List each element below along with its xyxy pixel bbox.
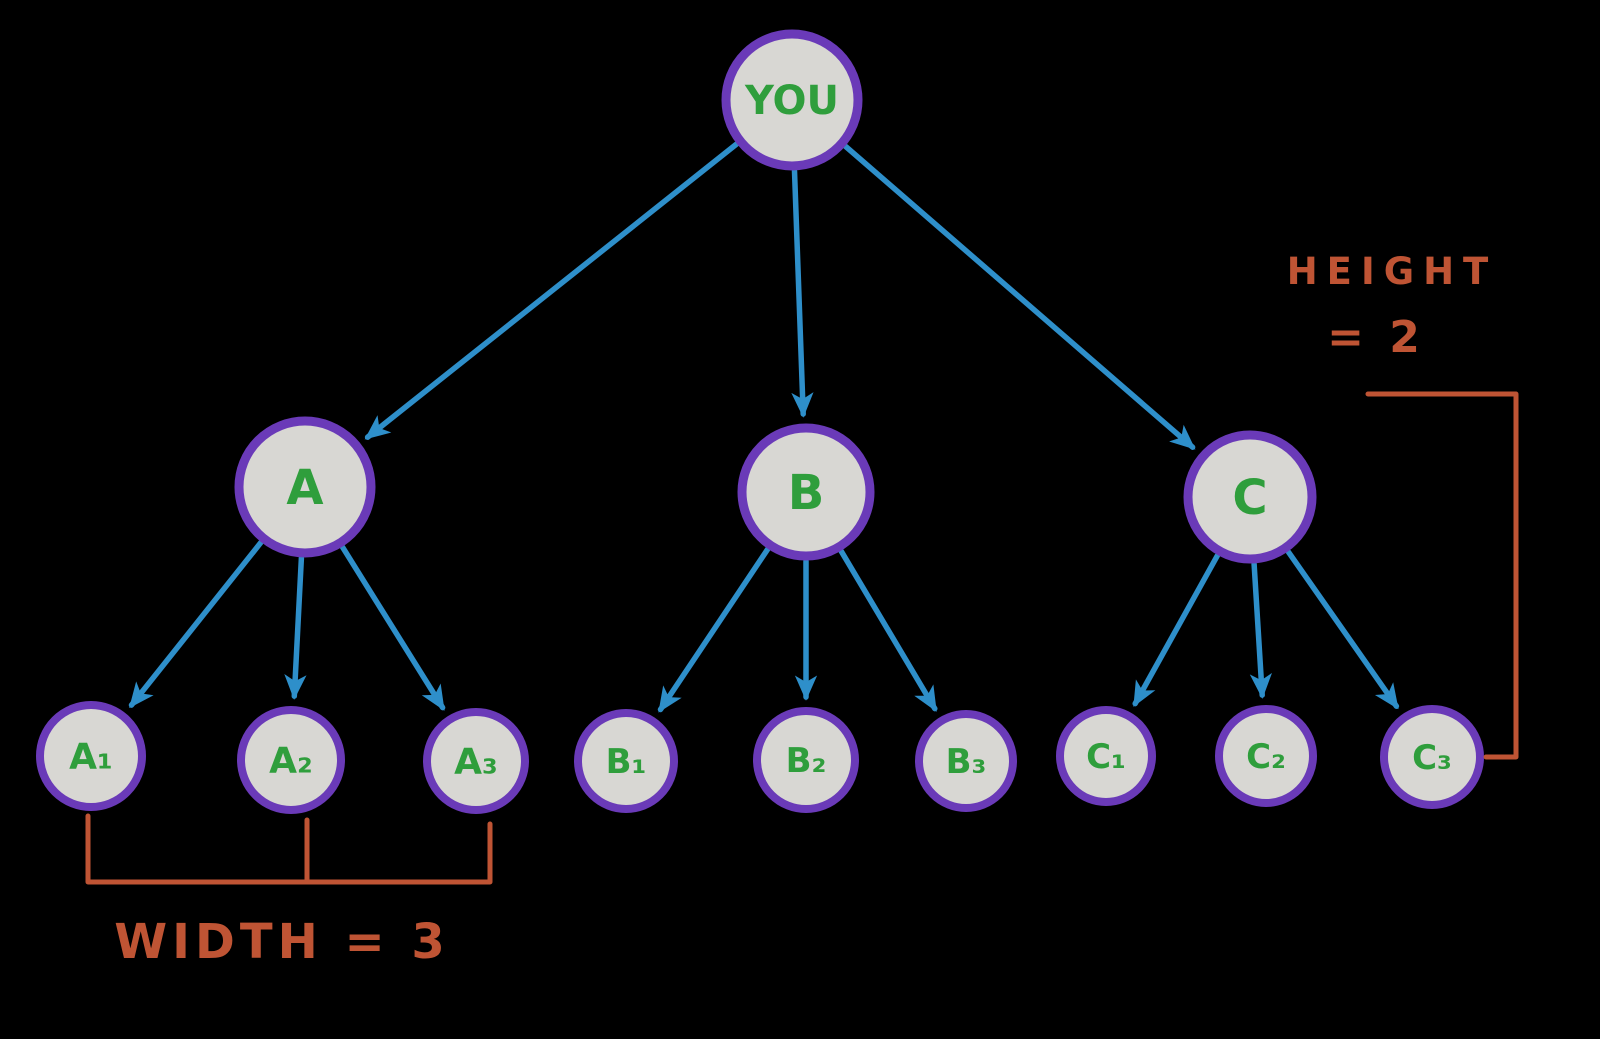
node-circle-c2 — [1215, 705, 1317, 807]
node-label-a2: A₂ — [269, 741, 313, 782]
node-circle-b1 — [574, 709, 678, 813]
width-annotation-label: WIDTH = 3 — [114, 914, 450, 970]
node-a: A — [234, 416, 376, 558]
nodes-layer: YOU A B C A₁ A₂ A₃ B₁ B₂ B₃ C₁ C₂ C₃ — [36, 29, 1484, 814]
node-label-you: YOU — [744, 78, 839, 124]
node-a2: A₂ — [237, 706, 345, 814]
height-annotation-label: HEIGHT — [1287, 250, 1498, 293]
edge-c-c2 — [1249, 561, 1272, 699]
node-label-b3: B₃ — [946, 742, 987, 782]
node-b2: B₂ — [753, 707, 859, 813]
height-bracket — [1365, 391, 1519, 760]
node-circle-b — [737, 423, 875, 561]
edge-a-a2 — [284, 555, 307, 700]
edge-c-c1 — [1132, 552, 1221, 707]
brackets-layer — [85, 391, 1519, 885]
width-bracket — [85, 813, 493, 885]
edge-b-b1 — [657, 546, 771, 713]
node-you: YOU — [721, 29, 863, 171]
node-circle-a3 — [423, 708, 529, 814]
node-label-a1: A₁ — [69, 737, 113, 778]
node-b3: B₃ — [915, 710, 1017, 812]
node-label-b2: B₂ — [786, 741, 827, 781]
edge-c-c3 — [1285, 549, 1400, 710]
node-label-a3: A₃ — [454, 742, 498, 783]
node-circle-c1 — [1056, 706, 1156, 806]
node-b: B — [737, 423, 875, 561]
annotations-layer: HEIGHT = 2 WIDTH = 3 — [85, 250, 1519, 970]
node-label-c2: C₂ — [1246, 737, 1286, 777]
node-circle-a1 — [36, 701, 146, 811]
node-circle-c — [1183, 430, 1317, 564]
node-label-a: A — [286, 460, 323, 516]
edges-layer — [128, 141, 1400, 713]
node-label-c3: C₃ — [1412, 738, 1452, 778]
node-circle-a — [234, 416, 376, 558]
node-a3: A₃ — [423, 708, 529, 814]
node-c3: C₃ — [1380, 705, 1484, 809]
edge-b-b3 — [838, 548, 938, 712]
node-label-b: B — [788, 465, 825, 521]
node-label-c: C — [1232, 470, 1267, 526]
edge-a-a3 — [339, 544, 446, 711]
node-circle-b3 — [915, 710, 1017, 812]
node-a1: A₁ — [36, 701, 146, 811]
node-circle-b2 — [753, 707, 859, 813]
edge-you-c — [842, 143, 1196, 450]
node-circle-a2 — [237, 706, 345, 814]
node-b1: B₁ — [574, 709, 678, 813]
edge-you-b — [791, 168, 814, 418]
node-label-c1: C₁ — [1086, 737, 1126, 777]
edge-a-a1 — [128, 539, 264, 709]
node-circle-you — [721, 29, 863, 171]
height-annotation-value: = 2 — [1327, 312, 1425, 363]
edge-you-a — [364, 141, 740, 440]
node-c2: C₂ — [1215, 705, 1317, 807]
node-circle-c3 — [1380, 705, 1484, 809]
node-c: C — [1183, 430, 1317, 564]
node-c1: C₁ — [1056, 706, 1156, 806]
node-label-b1: B₁ — [606, 742, 647, 782]
